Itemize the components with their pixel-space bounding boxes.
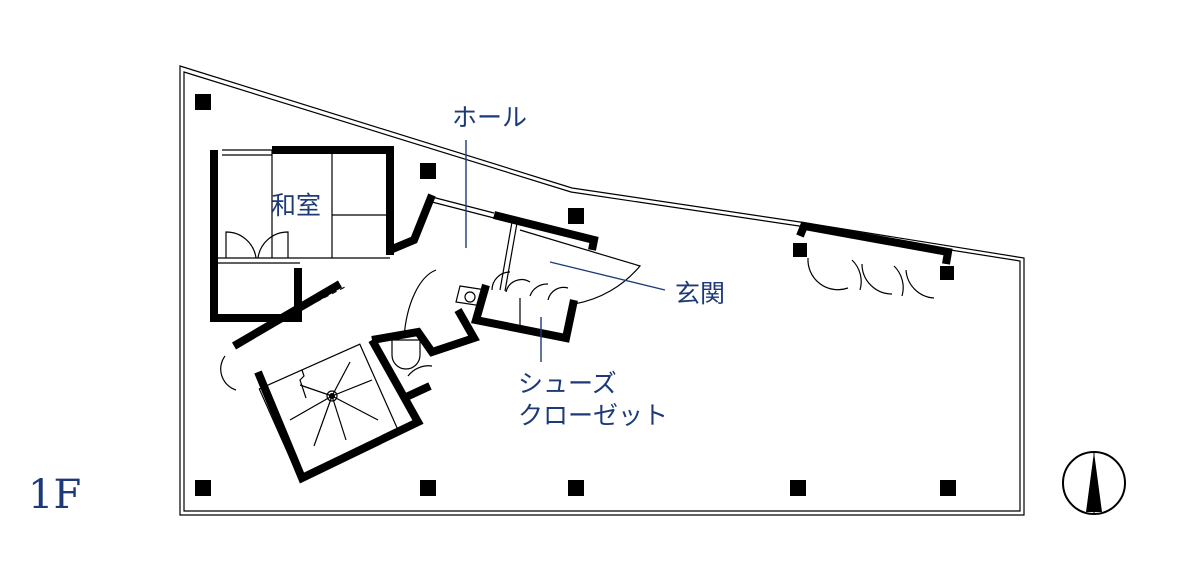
sink-icon [455, 285, 487, 307]
column [195, 94, 211, 110]
label-hall: ホール [452, 103, 527, 132]
floor-label: 1F [28, 472, 81, 518]
column [940, 480, 956, 496]
north-arrow-icon [1062, 451, 1126, 515]
structural-columns [195, 94, 956, 496]
column [568, 480, 584, 496]
toilet-icon [391, 339, 421, 370]
column [568, 208, 584, 224]
label-shoe-closet-line1: シューズ [518, 369, 617, 398]
column [195, 480, 211, 496]
leader-lines [465, 140, 666, 362]
column [420, 163, 436, 179]
column [790, 480, 806, 496]
stair-toilet-walls [220, 269, 487, 484]
hall-walls [388, 193, 642, 343]
exterior-outline [179, 65, 1025, 516]
label-shoe-closet-line2: クローゼット [518, 401, 668, 430]
column [420, 480, 436, 496]
east-closet [793, 221, 954, 299]
label-washitsu: 和室 [271, 191, 321, 220]
label-entrance: 玄関 [675, 279, 725, 308]
washitsu-walls [210, 146, 394, 322]
